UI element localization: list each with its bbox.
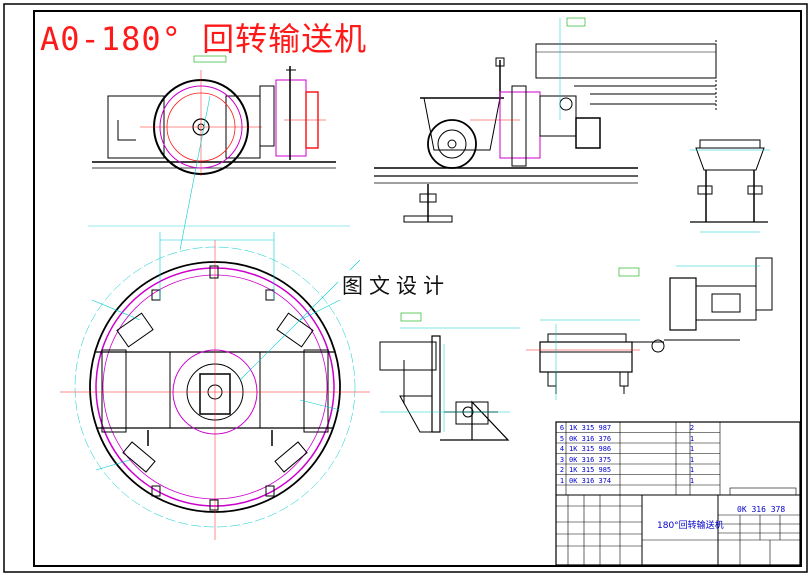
bom-item-no: 1 — [559, 476, 565, 485]
bom-item-code: 1K 315 987 — [569, 424, 612, 432]
bom-item-no: 2 — [559, 466, 565, 474]
bom-item-name — [621, 444, 677, 455]
bom-row: 5 0K 316 376 1 — [557, 434, 797, 445]
bom-item-name — [621, 423, 677, 434]
bom-item-code: 1K 315 985 — [569, 466, 612, 474]
drawing-number: 0K 316 378 — [737, 505, 786, 514]
bom-item-code: 0K 316 375 — [569, 455, 612, 464]
drawing-title: A0-180° 回转输送机 — [40, 20, 368, 58]
bom-item-qty: 1 — [689, 455, 695, 464]
title-block — [555, 421, 801, 566]
bom-item-code: 0K 316 376 — [569, 434, 612, 443]
bom-item-code: 0K 316 374 — [569, 476, 612, 485]
bom-item-qty: 1 — [689, 445, 695, 453]
top-right-view — [374, 17, 770, 233]
bom-item-qty: 2 — [689, 424, 695, 432]
bom-item-name — [621, 465, 677, 476]
bom-item-no: 3 — [559, 455, 565, 464]
bom-item-no: 4 — [559, 445, 565, 453]
bom-row: 4 1K 315 986 1 — [557, 444, 797, 455]
bom-table: 6 1K 315 987 2 5 0K 316 376 1 4 1K 315 9… — [557, 423, 797, 486]
bom-item-qty: 1 — [689, 476, 695, 485]
right-detail-view — [526, 257, 773, 400]
circular-plan-view — [60, 95, 370, 540]
bom-item-name — [621, 476, 677, 487]
bom-row: 1 0K 316 374 1 — [557, 476, 797, 487]
bom-item-qty: 1 — [689, 434, 695, 443]
middle-section-view — [379, 312, 520, 441]
bom-item-no: 6 — [559, 424, 565, 432]
bom-item-name — [621, 434, 677, 445]
bom-item-no: 5 — [559, 434, 565, 443]
bom-row: 3 0K 316 375 1 — [557, 455, 797, 466]
bom-item-code: 1K 315 986 — [569, 445, 612, 453]
drawing-name: 180°回转输送机 — [657, 521, 724, 531]
bom-row: 6 1K 315 987 2 — [557, 423, 797, 434]
top-left-view — [92, 55, 336, 176]
outer-border — [3, 3, 808, 573]
inner-border — [33, 10, 802, 567]
bom-row: 2 1K 315 985 1 — [557, 465, 797, 476]
bom-item-name — [621, 455, 677, 466]
watermark-text: 图文设计 — [338, 270, 454, 300]
bom-item-qty: 1 — [689, 466, 695, 474]
